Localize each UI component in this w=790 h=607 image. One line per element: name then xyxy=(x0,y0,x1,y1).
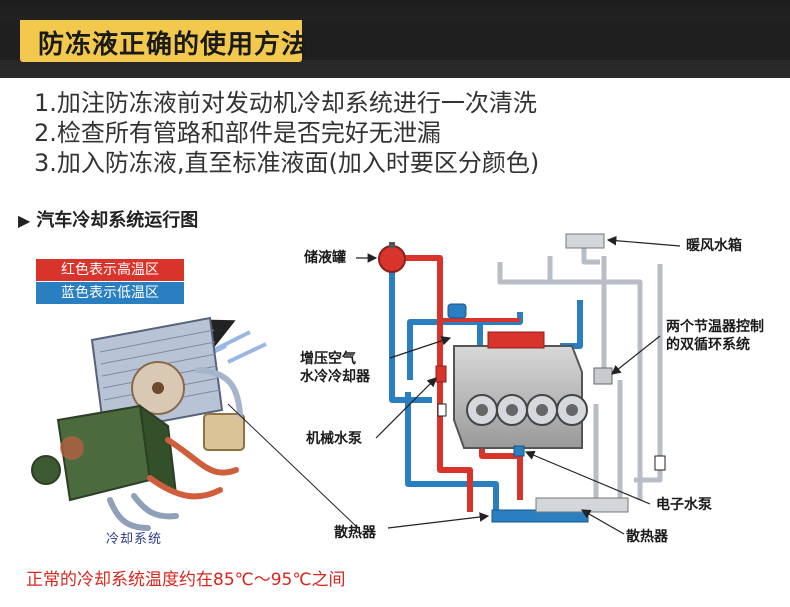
label-heater-core: 暖风水箱 xyxy=(686,238,742,254)
radiator-illustration xyxy=(31,316,267,531)
section-title: 汽车冷却系统运行图 xyxy=(36,210,199,231)
label-thermostats-1: 两个节温器控制 xyxy=(666,319,764,335)
label-thermostats-2: 的双循环系统 xyxy=(666,337,750,353)
step-1: 1.加注防冻液前对发动机冷却系统进行一次清洗 xyxy=(34,89,537,117)
label-electronic-pump: 电子水泵 xyxy=(656,497,712,513)
title-tab xyxy=(20,20,302,62)
section-heading: ▶ 汽车冷却系统运行图 xyxy=(18,206,198,232)
label-radiator-left: 散热器 xyxy=(334,525,376,541)
legend-high-temp: 红色表示高温区 xyxy=(36,259,184,281)
reservoir-icon xyxy=(378,245,406,273)
heater-core-icon xyxy=(565,233,605,249)
mechanical-pump-icon xyxy=(435,365,447,383)
page-title: 防冻液正确的使用方法 xyxy=(38,30,309,60)
coolant-tank-icon xyxy=(203,413,245,451)
schematic xyxy=(356,233,681,535)
step-2: 2.检查所有管路和部件是否完好无泄漏 xyxy=(34,119,441,147)
label-reservoir: 储液罐 xyxy=(304,250,346,266)
illustration-caption: 冷却系统 xyxy=(106,532,163,547)
intercooler-icon xyxy=(447,303,467,319)
thermostat-icon xyxy=(593,367,613,385)
legend-low-temp: 蓝色表示低温区 xyxy=(36,282,184,304)
triangle-marker-icon: ▶ xyxy=(18,211,31,230)
label-intercooler-1: 增压空气 xyxy=(300,351,356,367)
temperature-note: 正常的冷却系统温度约在85℃～95℃之间 xyxy=(26,570,346,590)
radiator-main-icon xyxy=(535,497,629,513)
electronic-pump-icon xyxy=(513,445,525,457)
label-mechanical-pump: 机械水泵 xyxy=(306,431,362,447)
step-3: 3.加入防冻液,直至标准液面(加入时要区分颜色) xyxy=(34,149,540,177)
label-radiator-right: 散热器 xyxy=(626,529,668,545)
label-intercooler-2: 水冷冷却器 xyxy=(300,369,370,385)
steps-list: 1.加注防冻液前对发动机冷却系统进行一次清洗 2.检查所有管路和部件是否完好无泄… xyxy=(34,88,539,178)
